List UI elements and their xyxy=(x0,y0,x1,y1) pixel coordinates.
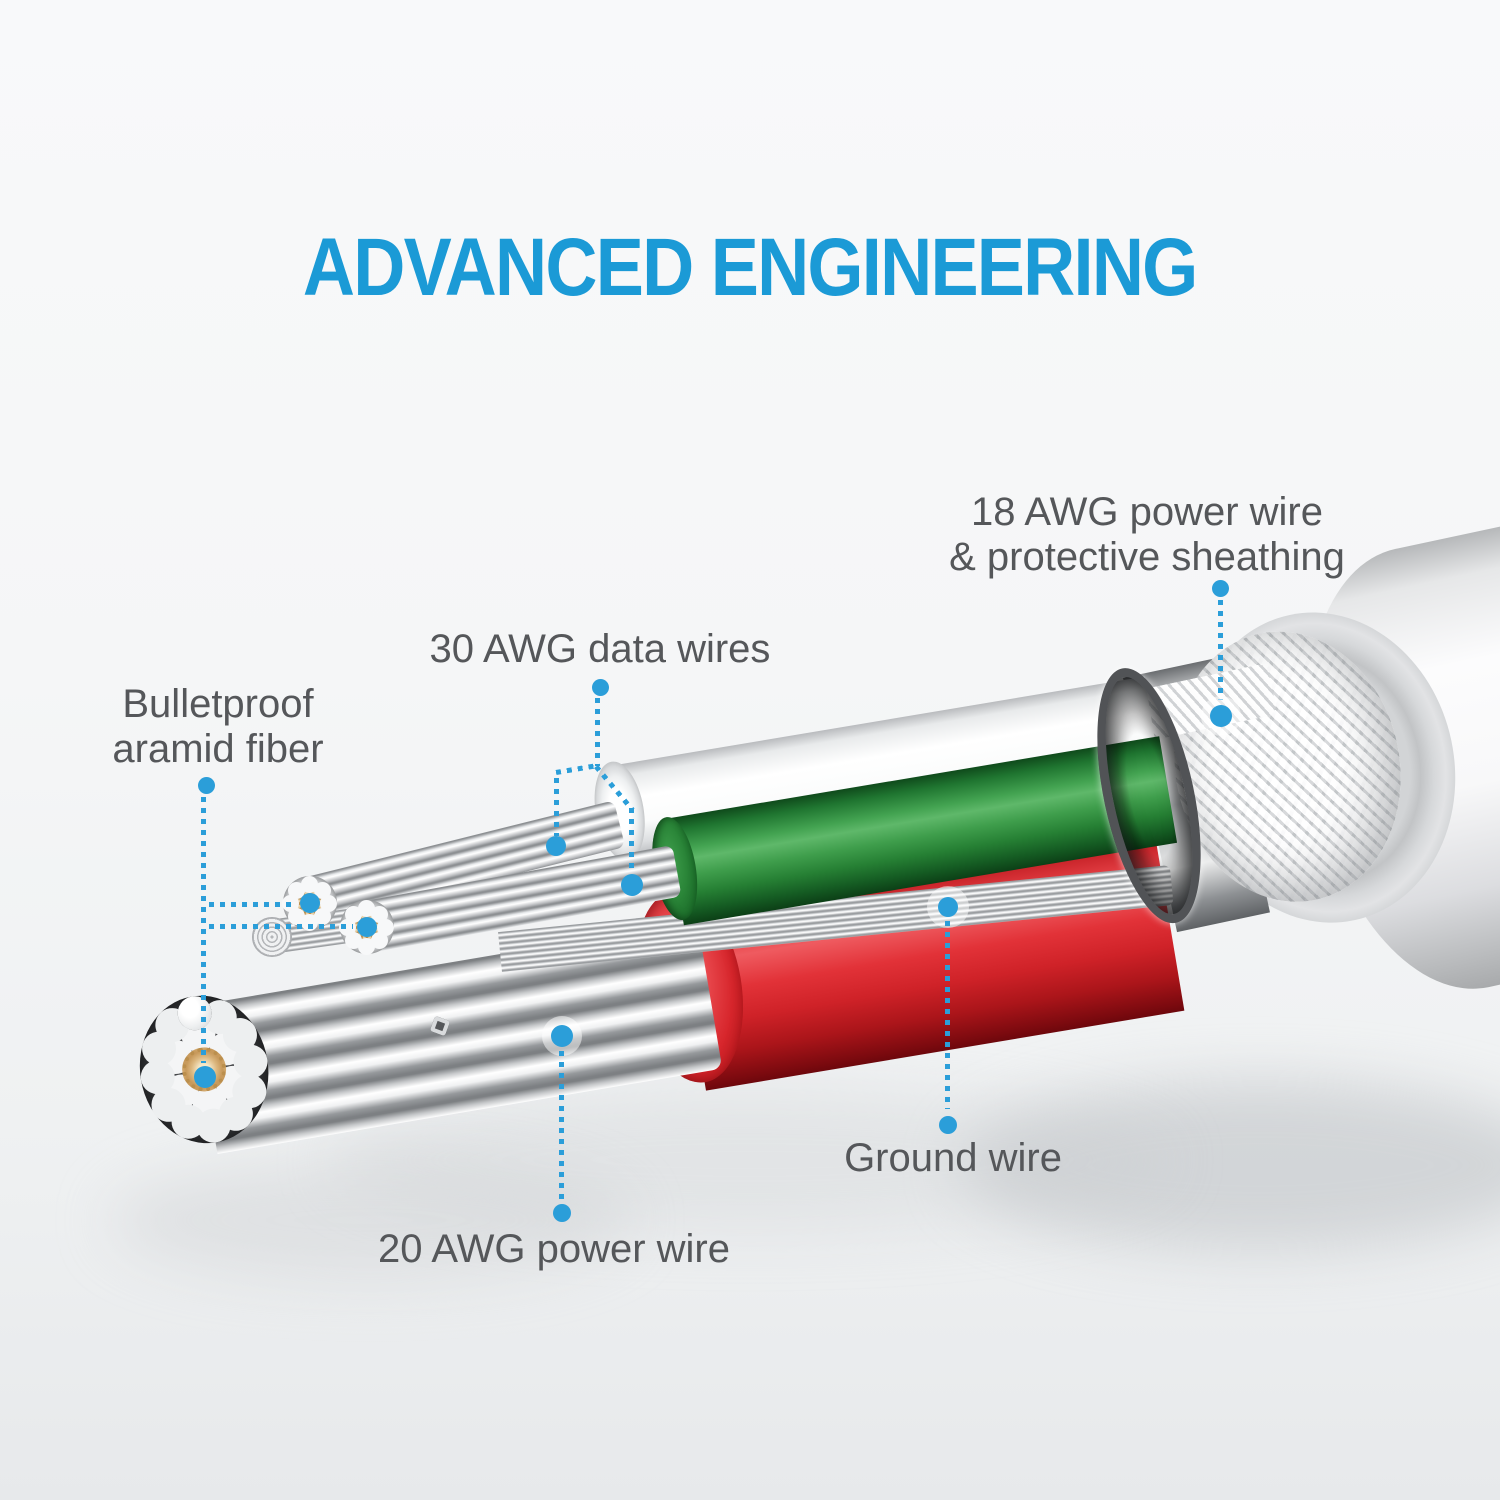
label-18awg-line1: 18 AWG power wire xyxy=(971,490,1323,534)
leader-dot xyxy=(300,893,320,913)
leader-line xyxy=(555,762,600,775)
label-30awg: 30 AWG data wires xyxy=(350,627,850,672)
aramid-strand-end xyxy=(252,917,292,957)
label-20awg-text: 20 AWG power wire xyxy=(378,1227,730,1271)
leader-dot xyxy=(357,917,377,937)
label-20awg: 20 AWG power wire xyxy=(304,1227,804,1272)
leader-line xyxy=(1218,600,1223,700)
bundle-strand xyxy=(175,993,215,1033)
leader-dot xyxy=(546,836,566,856)
leader-line xyxy=(629,808,634,872)
leader-dot xyxy=(553,1204,571,1222)
label-aramid-line2: aramid fiber xyxy=(112,727,324,771)
leader-dot xyxy=(198,777,215,794)
leader-dot xyxy=(1212,580,1229,597)
leader-dot xyxy=(938,897,958,917)
data-strand-petals xyxy=(358,900,375,917)
leader-line xyxy=(595,698,600,766)
leader-line xyxy=(559,1051,564,1199)
leader-line xyxy=(945,921,950,1109)
leader-dot xyxy=(551,1025,573,1047)
label-30awg-text: 30 AWG data wires xyxy=(429,627,771,671)
leader-dot xyxy=(1210,705,1232,727)
label-aramid: Bulletproof aramid fiber xyxy=(18,682,418,772)
label-18awg: 18 AWG power wire & protective sheathing xyxy=(897,490,1397,580)
leader-dot xyxy=(592,679,609,696)
leader-dot xyxy=(939,1116,957,1134)
leader-line xyxy=(209,924,353,929)
leader-dot xyxy=(194,1066,216,1088)
leader-line xyxy=(209,902,297,907)
floor-shadow-left xyxy=(110,1160,630,1280)
page-title: ADVANCED ENGINEERING xyxy=(0,221,1500,315)
floor-shadow-middle xyxy=(330,1090,1170,1230)
page-title-text: ADVANCED ENGINEERING xyxy=(303,222,1198,313)
leader-line xyxy=(554,778,559,836)
leader-dot xyxy=(621,874,643,896)
label-aramid-line1: Bulletproof xyxy=(122,682,314,726)
floor-shadow-right xyxy=(960,1080,1500,1250)
data-strand-petals xyxy=(301,876,318,893)
leader-line xyxy=(201,797,206,1063)
label-ground: Ground wire xyxy=(703,1136,1203,1181)
label-18awg-line2: & protective sheathing xyxy=(949,535,1345,579)
label-ground-text: Ground wire xyxy=(844,1136,1062,1180)
